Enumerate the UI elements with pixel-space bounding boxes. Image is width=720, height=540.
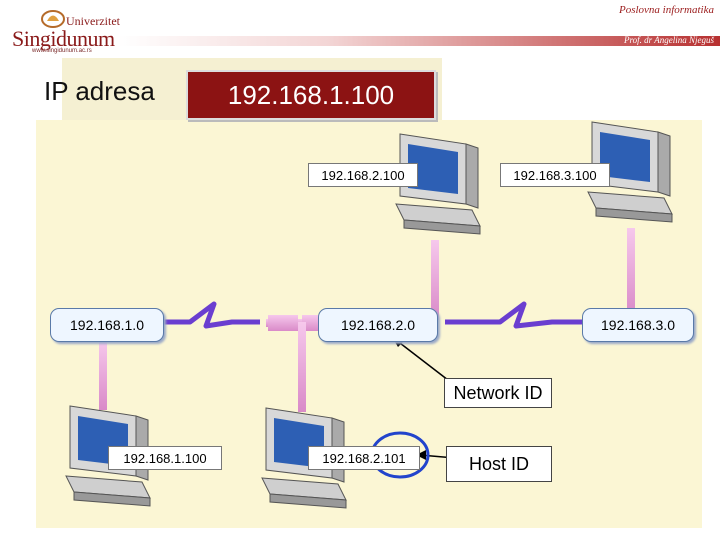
drop-bottom-left <box>99 340 107 410</box>
network-id-arrow <box>395 339 449 381</box>
ip-address-box: 192.168.1.100 <box>186 70 436 120</box>
host-label-bottom-center: 192.168.2.101 <box>308 446 420 470</box>
network-id-callout: Network ID <box>444 378 552 408</box>
host-label-top-center: 192.168.2.100 <box>308 163 418 187</box>
network-label-left: 192.168.1.0 <box>50 308 164 342</box>
connector-left <box>268 315 298 331</box>
logo-web: www.singidunum.ac.rs <box>32 48 92 54</box>
host-part: 101 <box>383 450 406 466</box>
host-id-callout: Host ID <box>446 446 552 482</box>
network-label-right: 192.168.3.0 <box>582 308 694 342</box>
page-title: IP adresa <box>44 76 155 106</box>
drop-bottom-center <box>298 322 306 412</box>
logo-name: Singidunum <box>12 26 115 51</box>
wan-link-left <box>160 301 260 329</box>
network-part: 192.168.2. <box>322 450 384 466</box>
wan-link-right <box>445 301 582 329</box>
network-label-center: 192.168.2.0 <box>318 308 438 342</box>
host-label-bottom-left: 192.168.1.100 <box>108 446 222 470</box>
header-rule <box>118 36 720 46</box>
drop-top-center <box>431 240 439 320</box>
professor-name: Prof. dr Angelina Njeguš <box>624 35 714 45</box>
drop-top-right <box>627 228 635 316</box>
university-logo: Univerzitet Singidunum www.singidunum.ac… <box>8 8 120 54</box>
logo-university-word: Univerzitet <box>66 14 120 28</box>
course-title: Poslovna informatika <box>618 4 714 16</box>
host-label-top-right: 192.168.3.100 <box>500 163 610 187</box>
computer-icon <box>261 407 347 509</box>
host-id-arrowhead <box>416 450 426 460</box>
logo-emblem-icon <box>41 10 65 28</box>
